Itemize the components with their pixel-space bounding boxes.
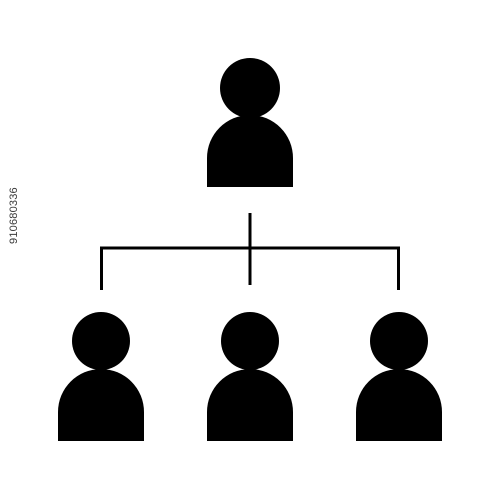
left-person-body (58, 369, 144, 441)
center-person-body (207, 369, 293, 441)
hierarchy-connector (100, 213, 400, 290)
left-person-icon (58, 312, 144, 441)
top-person-body (207, 115, 293, 187)
stock-id-label: 910680336 (8, 187, 20, 244)
top-person-icon (207, 58, 293, 187)
center-person-head (221, 312, 279, 370)
center-person-icon (207, 312, 293, 441)
right-person-head (370, 312, 428, 370)
top-person-head (220, 58, 280, 118)
right-person-icon (356, 312, 442, 441)
right-person-body (356, 369, 442, 441)
left-person-head (72, 312, 130, 370)
